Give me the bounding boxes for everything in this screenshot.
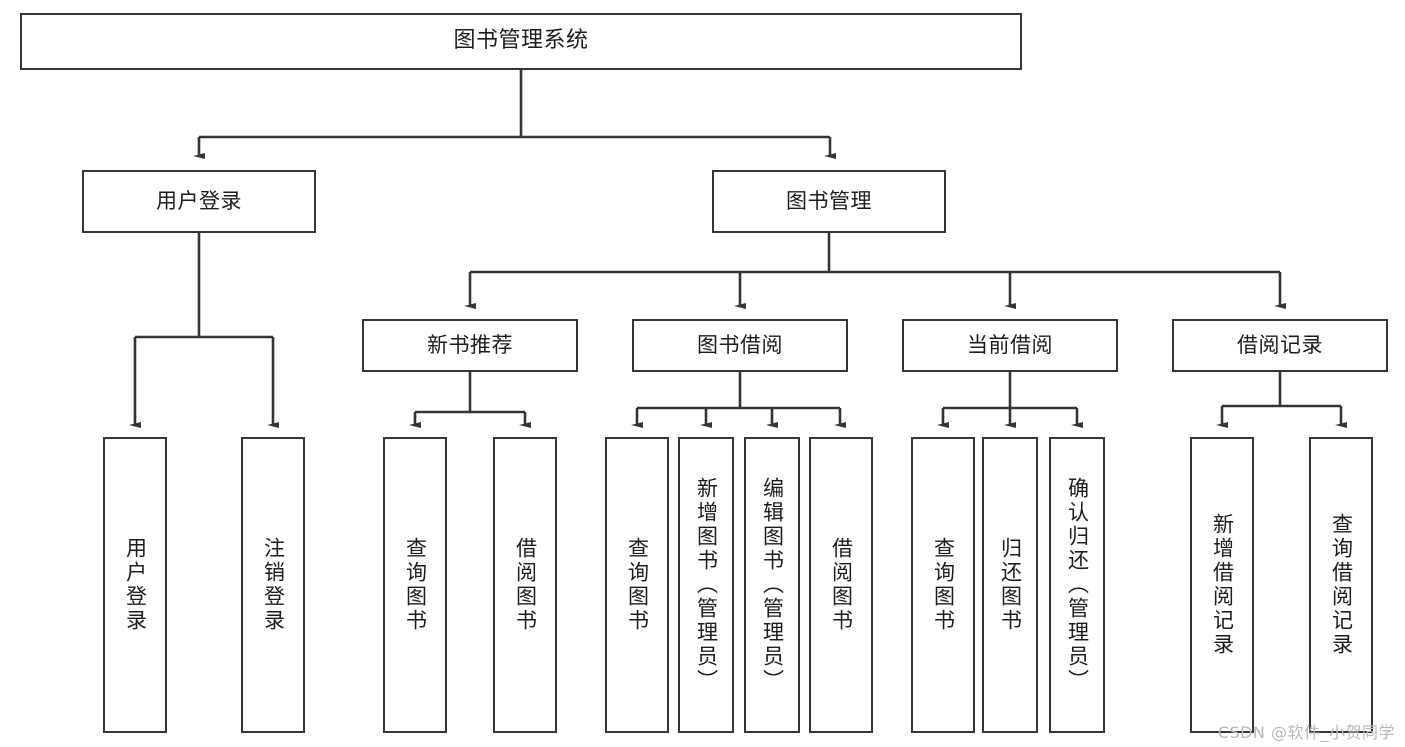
node-current-borrow-label: 当前借阅 <box>967 332 1053 357</box>
leaf-borrow-book-2-label: 借阅图书 <box>829 537 854 633</box>
leaf-user-login-label: 用户登录 <box>123 537 148 633</box>
csdn-watermark: CSDN @软件_小贺同学 <box>1217 723 1395 742</box>
node-borrow-record[interactable]: 借阅记录 <box>1172 319 1388 372</box>
leaf-borrow-book-1[interactable]: 借阅图书 <box>493 437 557 733</box>
leaf-query-book-1[interactable]: 查询图书 <box>383 437 447 733</box>
leaf-add-record[interactable]: 新增借阅记录 <box>1190 437 1254 733</box>
leaf-logout-label: 注销登录 <box>261 537 286 633</box>
leaf-edit-book-label: 编辑图书（管理员） <box>760 477 785 693</box>
leaf-query-book-2[interactable]: 查询图书 <box>605 437 669 733</box>
node-user-login-label: 用户登录 <box>156 188 242 213</box>
leaf-add-record-label: 新增借阅记录 <box>1210 513 1235 657</box>
leaf-borrow-book-2[interactable]: 借阅图书 <box>809 437 873 733</box>
node-book-manage[interactable]: 图书管理 <box>712 170 946 233</box>
node-current-borrow[interactable]: 当前借阅 <box>902 319 1118 372</box>
leaf-query-record[interactable]: 查询借阅记录 <box>1309 437 1373 733</box>
leaf-borrow-book-1-label: 借阅图书 <box>513 537 538 633</box>
node-book-borrow[interactable]: 图书借阅 <box>632 319 848 372</box>
leaf-query-book-3-label: 查询图书 <box>931 537 956 633</box>
leaf-query-book-2-label: 查询图书 <box>625 537 650 633</box>
leaf-query-record-label: 查询借阅记录 <box>1329 513 1354 657</box>
leaf-confirm-return[interactable]: 确认归还（管理员） <box>1049 437 1105 733</box>
node-book-manage-label: 图书管理 <box>786 188 872 213</box>
leaf-query-book-3[interactable]: 查询图书 <box>911 437 975 733</box>
node-book-borrow-label: 图书借阅 <box>697 332 783 357</box>
node-user-login[interactable]: 用户登录 <box>82 170 316 233</box>
node-new-book-rec[interactable]: 新书推荐 <box>362 319 578 372</box>
node-new-book-rec-label: 新书推荐 <box>427 332 513 357</box>
leaf-return-book-label: 归还图书 <box>998 537 1023 633</box>
leaf-user-login[interactable]: 用户登录 <box>103 437 167 733</box>
leaf-add-book[interactable]: 新增图书（管理员） <box>678 437 734 733</box>
leaf-return-book[interactable]: 归还图书 <box>982 437 1038 733</box>
node-borrow-record-label: 借阅记录 <box>1237 332 1323 357</box>
leaf-add-book-label: 新增图书（管理员） <box>694 477 719 693</box>
leaf-confirm-return-label: 确认归还（管理员） <box>1065 477 1090 693</box>
leaf-edit-book[interactable]: 编辑图书（管理员） <box>744 437 800 733</box>
leaf-logout[interactable]: 注销登录 <box>241 437 305 733</box>
leaf-query-book-1-label: 查询图书 <box>403 537 428 633</box>
node-root-label: 图书管理系统 <box>453 28 589 54</box>
node-root[interactable]: 图书管理系统 <box>20 13 1022 70</box>
